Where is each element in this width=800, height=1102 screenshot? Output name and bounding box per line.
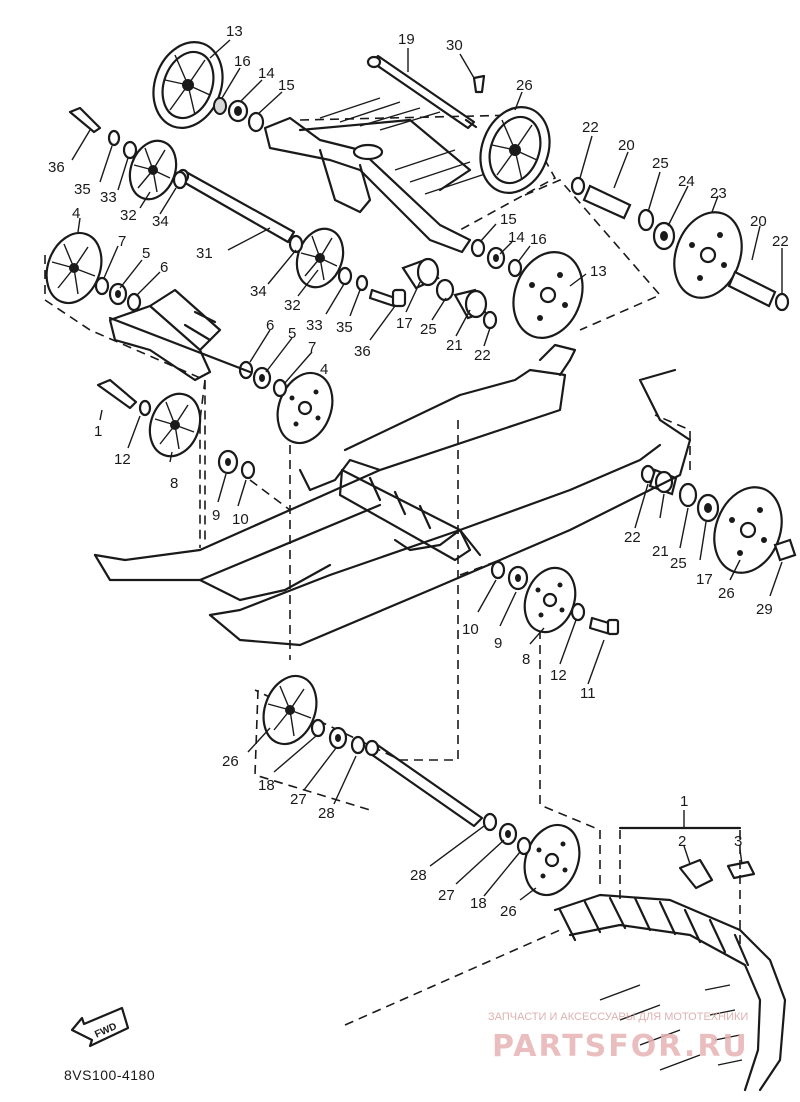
callout-17-mid: 17 — [696, 571, 713, 588]
callout-3-track: 3 — [734, 833, 742, 850]
callout-26-lower-right: 26 — [500, 903, 517, 920]
callout-28-lower-right: 28 — [410, 867, 427, 884]
callout-12-right: 12 — [550, 667, 567, 684]
callout-10-right: 10 — [462, 621, 479, 638]
callout-28-lower-left: 28 — [318, 805, 335, 822]
callout-7-left: 7 — [118, 233, 126, 250]
callout-34-lower: 34 — [250, 283, 267, 300]
callout-34-top: 34 — [152, 213, 169, 230]
callout-12-left: 12 — [114, 451, 131, 468]
rear-axle-shaft — [364, 739, 484, 828]
callout-25-top: 25 — [652, 155, 669, 172]
callout-14-right: 14 — [508, 229, 525, 246]
callout-14-top: 14 — [258, 65, 275, 82]
wheel-26-lower-left — [262, 674, 318, 746]
callout-36-top: 36 — [48, 159, 65, 176]
callout-35-top: 35 — [74, 181, 91, 198]
callout-27-lower-right: 27 — [438, 887, 455, 904]
wheel-26-top — [479, 106, 551, 194]
callout-6-center: 6 — [266, 317, 274, 334]
wheel-26-lower-right — [523, 823, 581, 897]
callout-20-top: 20 — [618, 137, 635, 154]
callout-13-top: 13 — [226, 23, 243, 40]
callout-13-right: 13 — [590, 263, 607, 280]
callout-22-upper: 22 — [474, 347, 491, 364]
leader-lines — [71, 39, 783, 901]
callout-5-center: 5 — [288, 325, 296, 342]
callout-22-mid: 22 — [624, 529, 641, 546]
callout-27-lower-left: 27 — [290, 791, 307, 808]
wheels — [45, 41, 783, 897]
bolt-30 — [472, 74, 486, 94]
callout-15-top: 15 — [278, 77, 295, 94]
callout-26-mid: 26 — [718, 585, 735, 602]
callout-19: 19 — [398, 31, 415, 48]
callout-25-mid: 25 — [670, 555, 687, 572]
callout-20-right: 20 — [750, 213, 767, 230]
callout-33-top: 33 — [100, 189, 117, 206]
callout-26-top: 26 — [516, 77, 533, 94]
callout-2-track: 2 — [678, 833, 686, 850]
callout-6-left: 6 — [160, 259, 168, 276]
callout-5-left: 5 — [142, 245, 150, 262]
callout-32-top: 32 — [120, 207, 137, 224]
callout-32-lower: 32 — [284, 297, 301, 314]
callout-18-lower-left: 18 — [258, 777, 275, 794]
wheel-8-left — [148, 392, 202, 458]
callout-33-lower: 33 — [306, 317, 323, 334]
wheel-13-top — [152, 41, 224, 129]
callout-8-left: 8 — [170, 475, 178, 492]
wheel-4-left — [45, 231, 103, 305]
callout-36-lower: 36 — [354, 343, 371, 360]
callout-23: 23 — [710, 185, 727, 202]
callout-4-left: 4 — [72, 205, 80, 222]
callout-9-right: 9 — [494, 635, 502, 652]
track-belt — [553, 826, 787, 1092]
callout-29: 29 — [756, 601, 773, 618]
callout-35-lower: 35 — [336, 319, 353, 336]
watermark: ЗАПЧАСТИ И АКСЕССУАРЫ ДЛЯ МОТОТЕХНИКИ PA… — [488, 1011, 749, 1064]
callout-17-upper: 17 — [396, 315, 413, 332]
callout-25-upper: 25 — [420, 321, 437, 338]
callout-labels: 13 16 14 15 19 30 26 22 20 25 24 23 20 2… — [48, 23, 789, 920]
callout-15-right: 15 — [500, 211, 517, 228]
callout-31: 31 — [196, 245, 213, 262]
callout-4-center: 4 — [320, 361, 328, 378]
callout-22-top: 22 — [582, 119, 599, 136]
wheel-13-right — [512, 251, 584, 339]
wheel-4-center — [276, 371, 334, 445]
wheel-23 — [673, 211, 743, 299]
callout-7-center: 7 — [308, 339, 316, 356]
watermark-tagline: ЗАПЧАСТИ И АКСЕССУАРЫ ДЛЯ МОТОТЕХНИКИ — [488, 1011, 748, 1023]
idler-shaft-31 — [176, 168, 296, 244]
callout-9-left: 9 — [212, 507, 220, 524]
upper-shaft-assembly — [263, 97, 486, 254]
assembly-guide-lines — [44, 114, 741, 1026]
callout-22-right: 22 — [772, 233, 789, 250]
wheel-26-right-mid — [713, 486, 783, 574]
callout-21-upper: 21 — [446, 337, 463, 354]
callout-10-left: 10 — [232, 511, 249, 528]
callout-18-lower-right: 18 — [470, 895, 487, 912]
front-arm-hub — [108, 288, 252, 382]
watermark-logo: PARTSFOR.RU — [492, 1029, 749, 1064]
forward-direction-arrow: FWD — [70, 1006, 130, 1048]
drawing-code: 8VS100-4180 — [64, 1067, 155, 1083]
callout-24: 24 — [678, 173, 695, 190]
callout-30: 30 — [446, 37, 463, 54]
callout-8-right: 8 — [522, 651, 530, 668]
callout-16-top: 16 — [234, 53, 251, 70]
callout-16-right: 16 — [530, 231, 547, 248]
callout-21-mid: 21 — [652, 543, 669, 560]
callout-1-left: 1 — [94, 423, 102, 440]
callout-11: 11 — [580, 685, 596, 702]
callout-1-track: 1 — [680, 793, 688, 810]
slide-rails — [93, 343, 692, 647]
small-parts — [68, 97, 797, 890]
long-shaft-19 — [366, 54, 478, 130]
callout-26-lower-left: 26 — [222, 753, 239, 770]
